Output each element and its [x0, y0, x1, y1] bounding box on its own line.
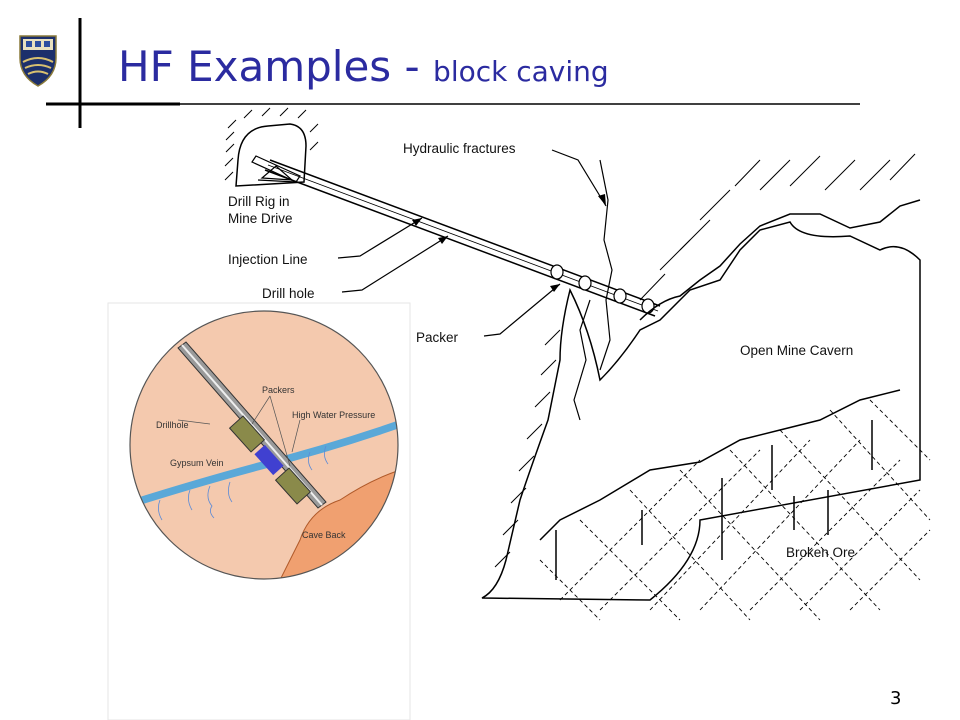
- slide-title: HF Examples - block caving: [118, 46, 609, 88]
- inset-leader-lines: [177, 395, 301, 467]
- inset-pressure-zone: [254, 444, 284, 476]
- wall-hatching: [494, 329, 561, 568]
- inset-label-gypsum-vein: Gypsum Vein: [170, 458, 224, 468]
- label-drill-hole: Drill hole: [262, 286, 315, 301]
- broken-ore-outline: [539, 389, 901, 541]
- label-injection-line: Injection Line: [228, 252, 308, 267]
- page-number: 3: [890, 688, 902, 709]
- inset-label-drillhole: Drillhole: [156, 420, 189, 430]
- title-subtitle: block caving: [433, 55, 609, 88]
- label-open-mine-cavern: Open Mine Cavern: [740, 343, 853, 358]
- label-drill-rig-line1: Drill Rig in: [228, 194, 290, 209]
- cavern-hatching: [639, 153, 916, 301]
- inset-packer-lower: [274, 467, 312, 505]
- inset-label-cave-back: Cave Back: [302, 530, 346, 540]
- leader-lines: [337, 149, 607, 337]
- hydraulic-fracture-1: [599, 159, 613, 371]
- mine-drive-outline: [235, 123, 307, 187]
- inset-packer-upper: [228, 415, 266, 453]
- cavern-outline: [481, 221, 921, 601]
- mine-drive-hatching: [224, 107, 319, 181]
- label-broken-ore: Broken Ore: [786, 545, 855, 560]
- label-drill-rig-line2: Mine Drive: [228, 211, 293, 226]
- label-hydraulic-fractures: Hydraulic fractures: [403, 141, 516, 156]
- drill-hole-line: [264, 159, 661, 317]
- title-main: HF Examples -: [118, 42, 434, 91]
- cavern-roof: [639, 199, 921, 321]
- inset-fractures: [158, 445, 329, 521]
- broken-ore-verticals: [555, 420, 873, 580]
- arrow-heads: [412, 194, 606, 292]
- label-packer: Packer: [416, 330, 459, 345]
- inset-label-high-water-pressure: High Water Pressure: [292, 410, 375, 420]
- hydraulic-fracture-2: [573, 299, 591, 421]
- inset-label-packers: Packers: [262, 385, 295, 395]
- broken-ore-grid: [539, 399, 931, 621]
